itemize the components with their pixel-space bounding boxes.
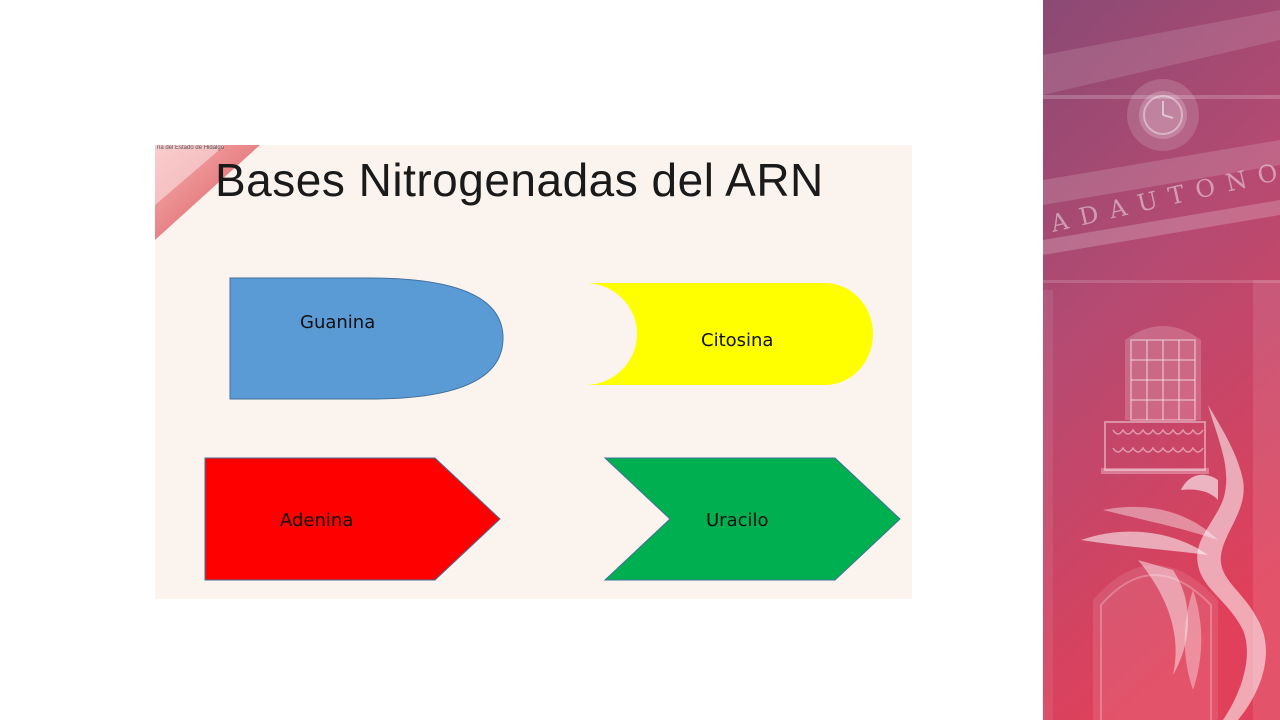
guanina-label: Guanina — [300, 312, 376, 333]
adenina-shape — [204, 457, 501, 581]
building-photo — [1043, 0, 1280, 720]
guanina-shape — [229, 277, 504, 400]
citosina-label: Citosina — [701, 330, 774, 351]
slide-image: na del Estado de Hidalgo Bases Nitrogena… — [155, 145, 912, 599]
adenina-label: Adenina — [280, 510, 354, 531]
slide-source-header: na del Estado de Hidalgo — [157, 145, 225, 151]
decorative-side-panel: A D A U T O N O M A — [1043, 0, 1280, 720]
shapes-canvas — [204, 277, 901, 581]
bird-logo — [1197, 405, 1266, 720]
uracilo-shape — [603, 457, 901, 581]
corner-decoration — [155, 145, 260, 240]
citosina-shape — [585, 283, 873, 385]
slide-title: Bases Nitrogenadas del ARN — [215, 154, 824, 206]
uracilo-label: Uracilo — [706, 510, 769, 531]
